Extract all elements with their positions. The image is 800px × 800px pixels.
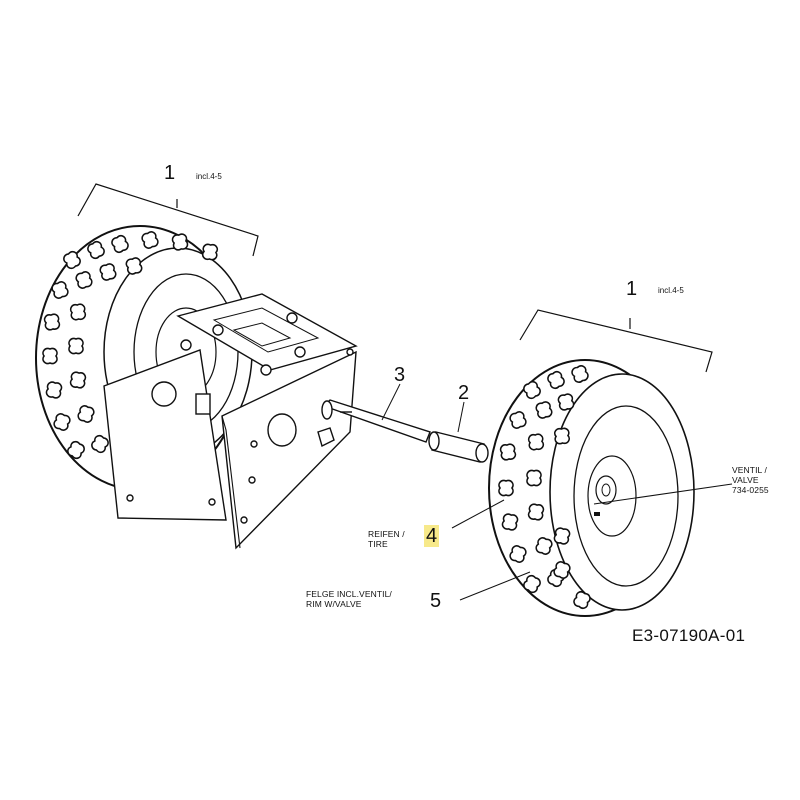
valve-label-line2: VALVE [732,474,759,485]
callout-5-rim: 5 [430,590,442,612]
drawing-code: E3-07190A-01 [632,626,746,645]
frame-bracket [103,293,358,550]
callout-2-spacer: 2 [458,382,470,404]
leader-lines [381,383,733,601]
rim-label-line1: FELGE INCL.VENTIL/ [306,589,392,599]
rim-label: FELGE INCL.VENTIL/ RIM W/VALVE [306,589,392,610]
assembly-bracket-left [77,183,259,257]
callout-4-highlight: 4 [424,525,440,547]
tire-label-line1: REIFEN / [368,529,405,539]
tire-label-line2: TIRE [368,538,388,549]
callout-1-left-number: 1 [164,162,176,184]
callout-1-left-note: incl.4-5 [196,172,222,181]
valve-label: VENTIL / VALVE 734-0255 [732,465,769,495]
callout-4-tire: 4 [424,525,440,548]
axle-shaft [321,399,431,443]
valve-label-line1: VENTIL / [732,465,767,475]
callout-1-right-number: 1 [626,278,638,300]
callout-3-axle: 3 [394,364,406,386]
spacer-tube [428,431,489,463]
wheel-right [488,359,695,617]
rim-label-line2: RIM W/VALVE [306,598,362,609]
tire-label: REIFEN / TIRE [368,529,405,550]
assembly-bracket-right [519,309,713,373]
valve-part-number: 734-0255 [732,484,769,495]
callout-1-right-note: incl.4-5 [658,286,684,295]
